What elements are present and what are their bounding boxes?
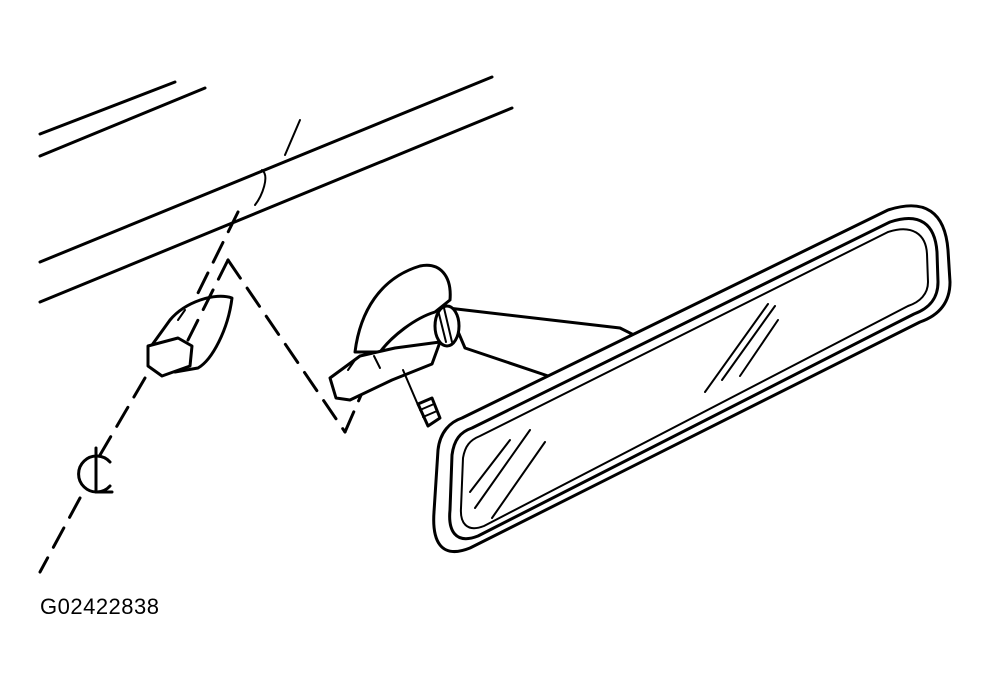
figure-id-label: G02422838 <box>40 594 160 619</box>
rearview-mirror-head <box>432 204 952 554</box>
centerline-leader <box>38 210 240 574</box>
mirror-mount-bracket <box>328 263 452 402</box>
set-screw-icon <box>402 369 442 428</box>
windshield-header <box>38 75 514 304</box>
centerline-symbol <box>77 446 114 494</box>
